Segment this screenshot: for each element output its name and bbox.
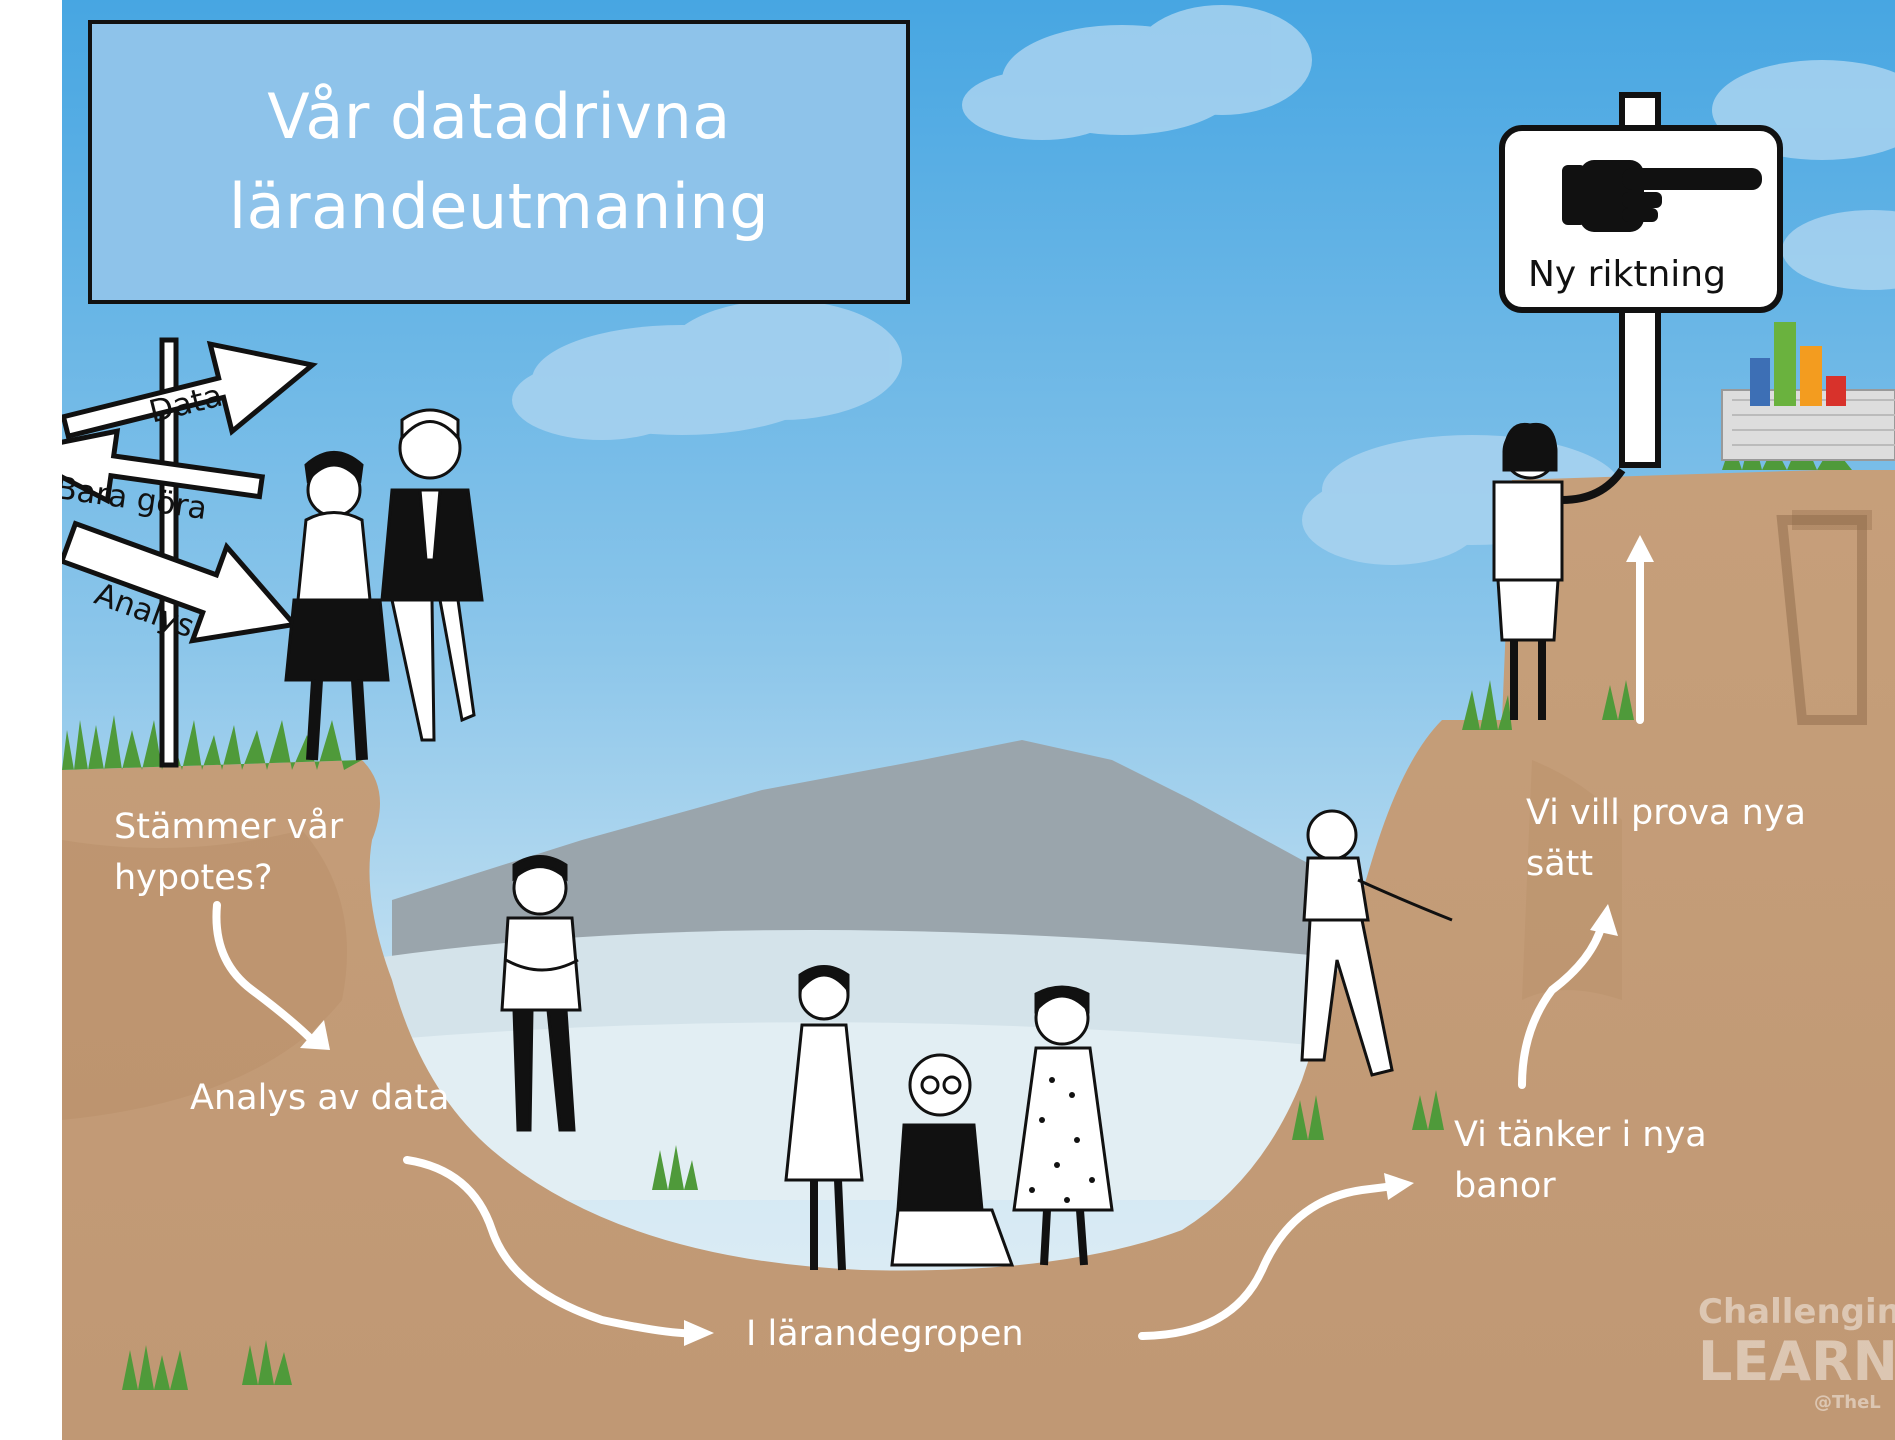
watermark-line-1: Challenging [1698,1292,1895,1332]
learning-pit-diagram: Vår datadrivna lärandeutmaning Data Bara… [62,0,1895,1440]
person-woman-dress [784,965,864,1271]
step-5-line-1: Vi vill prova nya [1526,793,1806,833]
tunnel [1776,515,1867,725]
step-2-label: Analys av data [190,1078,450,1118]
flow-arrow-3 [1138,1181,1406,1340]
scene-illustration [62,0,1895,1440]
person-woman-polka [1012,985,1114,1266]
step-4-label: Vi tänker i nya banor [1454,1110,1707,1212]
sign-ny-riktning: Ny riktning [1528,254,1726,295]
step-1-label: Stämmer vår hypotes? [114,802,343,904]
flow-arrow-2 [403,1156,698,1338]
step-4-line-1: Vi tänker i nya [1454,1115,1707,1155]
flow-arrow-4 [1518,921,1606,1089]
step-5-line-2: sätt [1526,844,1594,884]
person-woman-glasses [284,451,390,761]
step-4-line-2: banor [1454,1166,1556,1206]
person-businesswoman-pointing [1492,422,1626,720]
pointing-hand-icon [1562,160,1762,232]
flow-arrow-1 [212,901,316,1044]
person-kneeling-man [890,1053,1015,1267]
watermark-line-2: LEARNI [1698,1330,1895,1393]
person-man-arms-crossed [500,855,582,1132]
ground [62,470,1895,1440]
person-climbing-woman [1300,809,1453,1077]
watermark-line-3: @TheL [1814,1392,1881,1413]
person-man-suit [380,408,484,742]
flow-arrows [212,554,1644,1340]
title-box: Vår datadrivna lärandeutmaning [88,20,910,304]
signpost-left [62,337,318,768]
step-1-line-2: hypotes? [114,858,273,898]
step-1-line-1: Stämmer vår [114,807,344,847]
title-line-1: Vår datadrivna [267,80,731,153]
bar-chart-icon [1721,322,1895,461]
people [284,408,1626,1271]
step-5-label: Vi vill prova nya sätt [1526,788,1806,890]
step-3-label: I lärandegropen [746,1314,1024,1354]
flow-arrowheads [300,535,1654,1346]
title-line-2: lärandeutmaning [228,170,770,243]
